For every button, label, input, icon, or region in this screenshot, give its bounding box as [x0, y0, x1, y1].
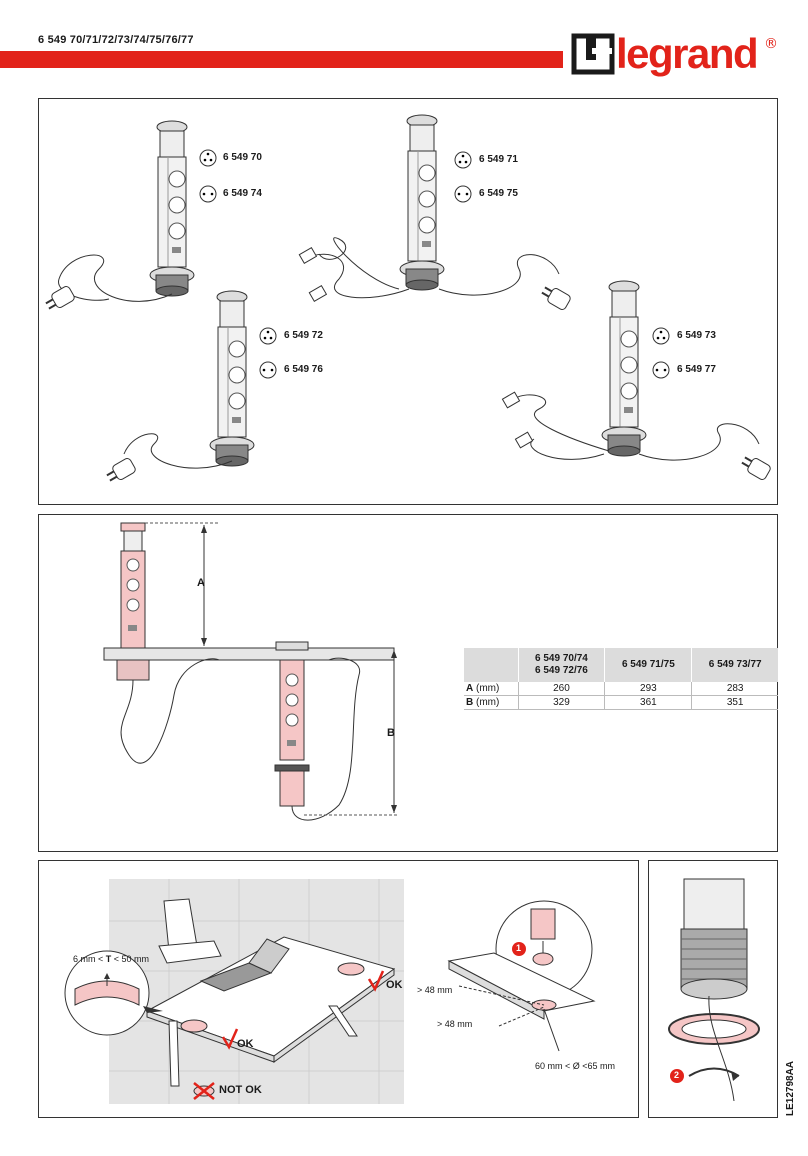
- row-label: B: [466, 697, 474, 708]
- dimensions-illustration: [103, 522, 399, 821]
- installation-panel: 6 mm < T < 50 mm OK OK NOT OK > 48 mm > …: [38, 860, 639, 1118]
- row-label: A: [466, 683, 474, 694]
- table-cell: 351: [691, 695, 778, 710]
- column-header: 6 549 70/74 6 549 72/76: [517, 648, 605, 682]
- edge-distance-label: > 48 mm: [417, 985, 453, 995]
- table-row: A (mm) 260 293 283: [464, 682, 778, 696]
- models-panel: 6 549 70 6 549 74 6 549 71 6 549 75 6 54…: [38, 98, 778, 505]
- model-code: 6 549 74: [223, 188, 262, 199]
- legrand-logo: legrand ®: [571, 30, 782, 82]
- legrand-logo-icon: [571, 33, 615, 75]
- socket-icon: [652, 327, 670, 345]
- document-reference: LE12798AA: [785, 1060, 796, 1116]
- registered-mark: ®: [764, 36, 778, 52]
- model-code: 6 549 73: [677, 330, 716, 341]
- row-unit: (mm): [476, 697, 500, 708]
- table-cell: 329: [517, 695, 605, 710]
- dimensions-panel: A B 6 549 70/74 6 549 72/76 6 549 71/75 …: [38, 514, 778, 852]
- dimension-b-label: B: [387, 727, 395, 739]
- brand-name: legrand: [616, 30, 759, 77]
- table-corner: [464, 648, 518, 682]
- column-header: 6 549 73/77: [691, 648, 778, 682]
- mounting-panel: 2: [648, 860, 778, 1118]
- mounting-illustration: [668, 878, 760, 1102]
- row-unit: (mm): [476, 683, 500, 694]
- table-cell: 283: [691, 682, 778, 696]
- table-cell: 361: [604, 695, 692, 710]
- ok-label: OK: [237, 1038, 254, 1050]
- thickness-label: 6 mm < T < 50 mm: [73, 954, 150, 964]
- model-code: 6 549 76: [284, 364, 323, 375]
- edge-distance-label: > 48 mm: [437, 1019, 473, 1029]
- model-code: 6 549 70: [223, 152, 262, 163]
- models-illustration: [42, 114, 773, 486]
- socket-icon: [259, 327, 277, 345]
- model-code: 6 549 72: [284, 330, 323, 341]
- installation-illustration: [64, 879, 596, 1104]
- table-row: B (mm) 329 361 351: [464, 695, 778, 710]
- product-codes-title: 6 549 70/71/72/73/74/75/76/77: [38, 34, 194, 46]
- model-code: 6 549 75: [479, 188, 518, 199]
- table-cell: 293: [604, 682, 692, 696]
- model-code: 6 549 77: [677, 364, 716, 375]
- step-1-badge: 1: [516, 943, 522, 953]
- socket-icon: [259, 361, 277, 379]
- header-red-bar: [0, 51, 563, 68]
- socket-icon: [454, 151, 472, 169]
- column-header: 6 549 71/75: [604, 648, 692, 682]
- not-ok-label: NOT OK: [219, 1084, 262, 1096]
- socket-icon: [199, 185, 217, 203]
- socket-icon: [454, 185, 472, 203]
- model-code: 6 549 71: [479, 154, 518, 165]
- table-cell: 260: [517, 682, 605, 696]
- dimension-a-label: A: [197, 577, 205, 589]
- ok-label: OK: [386, 979, 403, 991]
- dimensions-table: 6 549 70/74 6 549 72/76 6 549 71/75 6 54…: [464, 648, 778, 710]
- socket-icon: [652, 361, 670, 379]
- step-2-badge: 2: [674, 1070, 680, 1080]
- socket-icon: [199, 149, 217, 167]
- hole-diameter-label: 60 mm < Ø <65 mm: [535, 1061, 616, 1071]
